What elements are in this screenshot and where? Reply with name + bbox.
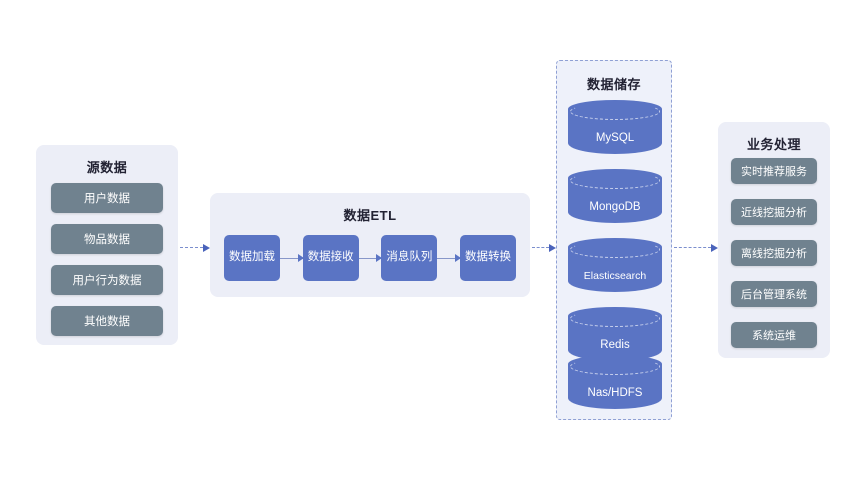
storage-label-mysql: MySQL	[595, 132, 635, 144]
storage-label-nas-hdfs: Nas/HDFS	[587, 387, 643, 399]
business-item-realtime-recommendation[interactable]: 实时推荐服务	[731, 158, 817, 184]
arrowhead-icon	[711, 243, 718, 252]
connector-line	[532, 247, 549, 248]
etl-step-data-transform[interactable]: 数据转换	[460, 235, 517, 281]
storage-cylinder-mongodb[interactable]: MongoDB	[568, 169, 662, 231]
etl-arrow-2-icon	[358, 254, 383, 262]
connector-line	[674, 247, 711, 248]
storage-cylinder-nas-hdfs[interactable]: Nas/HDFS	[568, 355, 662, 417]
cylinder-rim-icon	[570, 310, 660, 327]
business-processing-panel: 业务处理 实时推荐服务 近线挖掘分析 离线挖掘分析 后台管理系统 系统运维	[718, 122, 830, 358]
etl-arrow-1-icon	[280, 254, 304, 262]
source-item-behavior-data[interactable]: 用户行为数据	[51, 265, 163, 295]
connector-storage-to-business-arrow	[674, 243, 718, 252]
arrowhead-icon	[203, 243, 210, 252]
storage-label-mongodb: MongoDB	[589, 201, 641, 213]
cylinder-rim-icon	[570, 358, 660, 375]
source-item-other-data[interactable]: 其他数据	[51, 306, 163, 336]
storage-cylinder-redis[interactable]: Redis	[568, 307, 662, 369]
etl-step-message-queue[interactable]: 消息队列	[381, 235, 438, 281]
data-storage-panel: 数据储存 MySQL MongoDB Elasticsearch Redis N…	[556, 60, 672, 420]
connector-source-to-etl-arrow	[180, 243, 210, 252]
business-processing-title: 业务处理	[746, 137, 801, 152]
cylinder-rim-icon	[570, 241, 660, 258]
storage-label-elasticsearch: Elasticsearch	[583, 270, 647, 282]
storage-cylinder-mysql[interactable]: MySQL	[568, 100, 662, 162]
etl-arrow-3-icon	[437, 254, 461, 262]
storage-label-redis: Redis	[600, 339, 630, 351]
business-item-nearline-mining[interactable]: 近线挖掘分析	[731, 199, 817, 225]
source-data-title: 源数据	[86, 160, 128, 175]
etl-step-data-load[interactable]: 数据加载	[224, 235, 280, 281]
etl-steps-row: 数据加载 数据接收 消息队列 数据转换	[224, 234, 517, 282]
business-item-admin-system[interactable]: 后台管理系统	[731, 281, 817, 307]
cylinder-rim-icon	[570, 172, 660, 189]
data-storage-title: 数据储存	[586, 77, 641, 92]
storage-cylinder-elasticsearch[interactable]: Elasticsearch	[568, 238, 662, 300]
connector-line	[180, 247, 203, 248]
data-etl-panel: 数据ETL 数据加载 数据接收 消息队列 数据转换	[210, 193, 530, 297]
source-item-user-data[interactable]: 用户数据	[51, 183, 163, 213]
connector-etl-to-storage-arrow	[532, 243, 556, 252]
business-item-offline-mining[interactable]: 离线挖掘分析	[731, 240, 817, 266]
business-item-system-ops[interactable]: 系统运维	[731, 322, 817, 348]
source-item-item-data[interactable]: 物品数据	[51, 224, 163, 254]
etl-step-data-receive[interactable]: 数据接收	[302, 235, 359, 281]
cylinder-rim-icon	[570, 103, 660, 120]
source-data-panel: 源数据 用户数据 物品数据 用户行为数据 其他数据	[36, 145, 178, 345]
arrowhead-icon	[549, 243, 556, 252]
data-etl-title: 数据ETL	[343, 208, 397, 223]
